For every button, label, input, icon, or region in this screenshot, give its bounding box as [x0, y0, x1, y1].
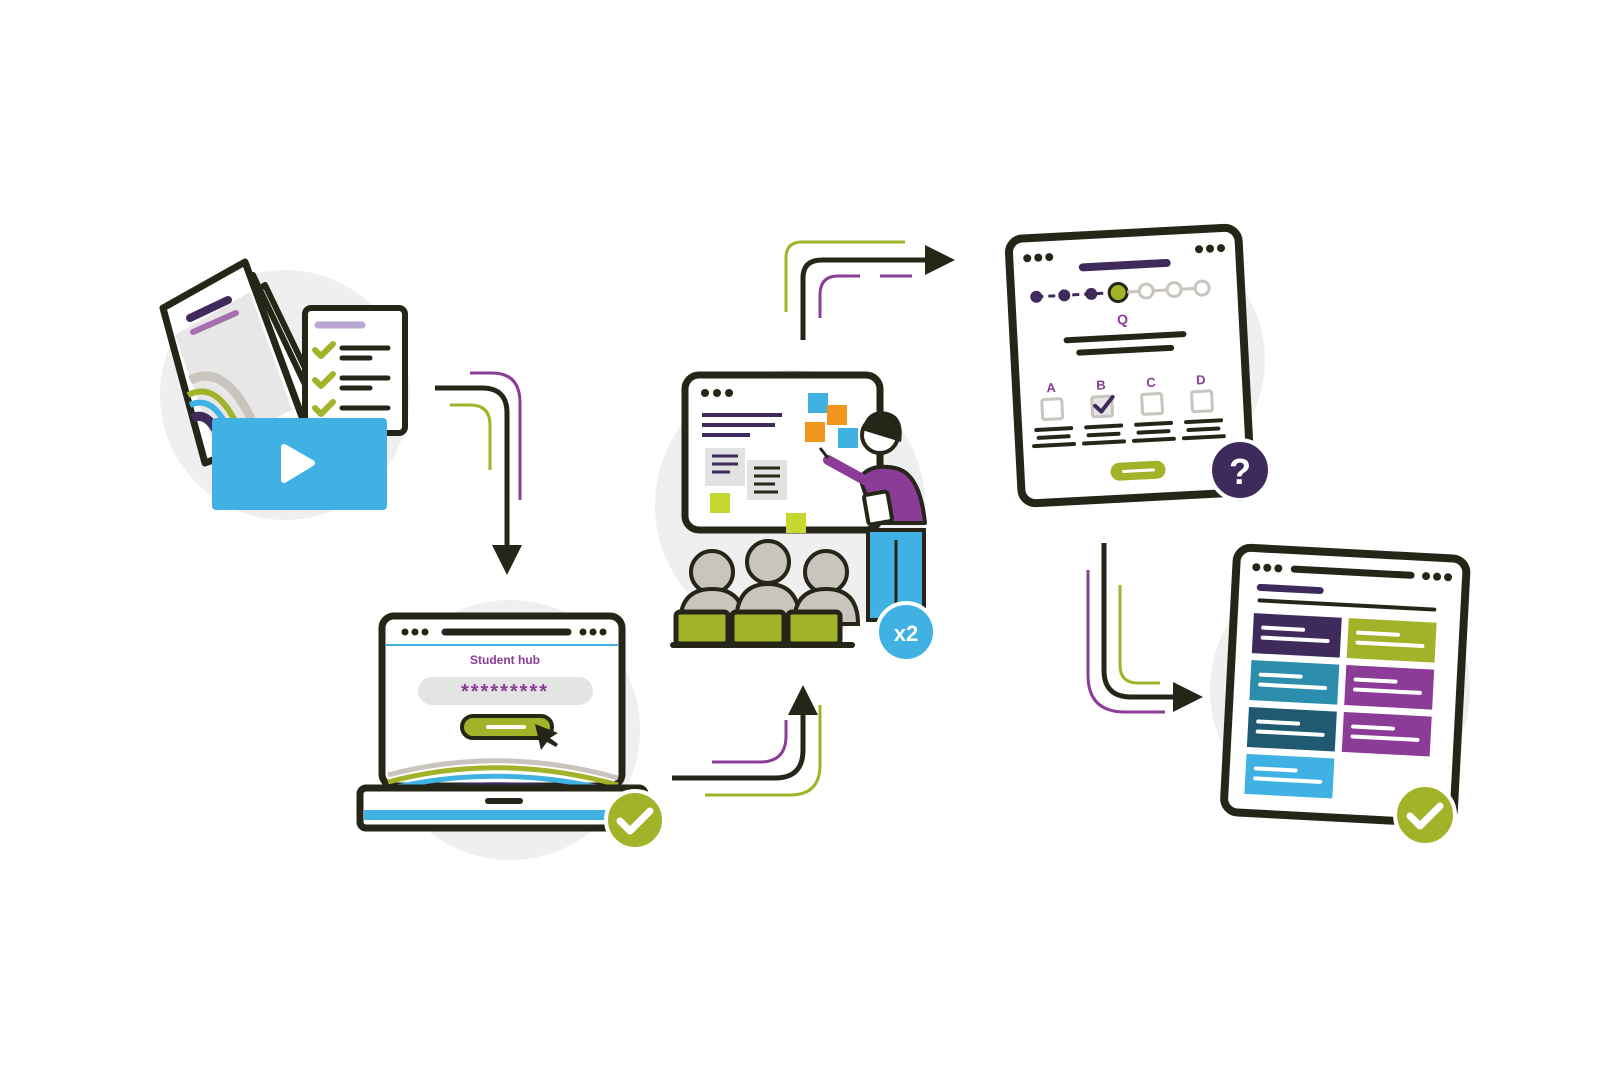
laptop-illustration: Student hub ********* — [356, 612, 649, 832]
play-icon — [281, 444, 315, 483]
arrow-classroom-to-quiz — [784, 240, 955, 340]
password-text: ********* — [461, 681, 549, 703]
arrow-laptop-to-classroom — [672, 685, 822, 797]
checkmark-icon — [1093, 394, 1115, 414]
arrow-quiz-to-results — [1086, 543, 1203, 714]
option-d-label: D — [1196, 372, 1206, 387]
option-c-label: C — [1146, 375, 1157, 391]
option-a-label: A — [1046, 380, 1057, 396]
results-illustration — [1220, 543, 1471, 828]
quiz-question-badge: ? — [1208, 438, 1272, 502]
arrow-materials-to-laptop — [435, 371, 522, 575]
option-a-checkbox[interactable] — [1040, 397, 1065, 422]
classroom-illustration — [670, 371, 927, 648]
classroom-repeat-badge: x2 — [875, 601, 937, 663]
laptop-check-badge — [604, 789, 666, 851]
student-hub-title: Student hub — [470, 653, 540, 667]
password-field[interactable] — [418, 677, 593, 705]
cursor-icon — [535, 724, 558, 750]
question-label: Q — [1117, 311, 1129, 328]
question-mark-icon: ? — [1229, 451, 1251, 492]
sticky-note — [710, 493, 730, 513]
materials-illustration — [159, 258, 408, 510]
current-step — [1107, 282, 1129, 304]
results-check-badge — [1393, 783, 1457, 847]
option-c-checkbox[interactable] — [1140, 391, 1164, 416]
check-icon — [1406, 802, 1444, 830]
check-icon — [616, 807, 654, 835]
repeat-count: x2 — [894, 621, 918, 646]
quiz-illustration: Q A B C D — [1004, 223, 1256, 508]
option-b-label: B — [1096, 377, 1106, 392]
option-d-checkbox[interactable] — [1190, 389, 1214, 414]
